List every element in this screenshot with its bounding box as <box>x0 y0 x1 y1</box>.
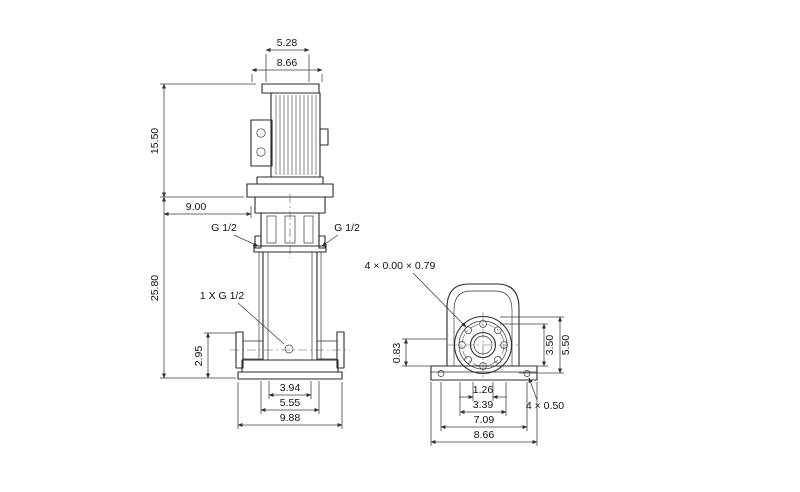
body-outline <box>446 283 520 366</box>
dim-base-inner-label: 3.94 <box>280 382 301 394</box>
base-hole-right <box>523 370 531 377</box>
dim-base-mid-label: 5.55 <box>280 397 301 409</box>
dim-bolt-circle: 3.50 <box>500 323 556 367</box>
dim-pump-height-label: 25.80 <box>149 275 161 301</box>
port-flanges-outline <box>230 331 350 369</box>
drain-label: 1 X G 1/2 <box>200 290 245 302</box>
bolt-hole-callout: 4 × 0.00 × 0.79 <box>365 260 467 328</box>
dim-base-hole-span-label: 7.09 <box>474 414 495 426</box>
dim-port-height: 2.95 <box>193 332 236 379</box>
dim-depth: 9.00 <box>163 201 252 218</box>
dim-flange-od-label: 5.50 <box>560 335 572 356</box>
dim-base-mid: 5.55 <box>260 381 320 414</box>
base-hole-callout-label: 4 × 0.50 <box>526 400 564 412</box>
terminal-box <box>250 119 273 167</box>
dim-flange-od: 5.50 <box>500 316 572 374</box>
port-label-left: G 1/2 <box>211 222 259 247</box>
pump-head-outline <box>254 194 326 258</box>
pump-sleeve-outline <box>253 245 327 361</box>
dim-bolt-span-label: 3.39 <box>473 399 494 411</box>
dim-motor-width: 8.66 <box>251 57 323 82</box>
flange-face <box>448 312 518 380</box>
drain-callout: 1 X G 1/2 <box>200 290 285 345</box>
front-view: 5.28 8.66 15.50 9.00 G 1/2 G 1/2 <box>149 37 360 429</box>
base-hole-left <box>437 370 445 377</box>
dim-bore-label: 1.26 <box>473 384 494 396</box>
base-outline <box>237 359 343 380</box>
dim-motor-height: 15.50 <box>149 83 256 198</box>
port-stub-left <box>254 235 262 249</box>
dim-bore: 1.26 <box>459 382 507 401</box>
dim-bolt-span: 3.39 <box>459 382 507 416</box>
cable-entry-top <box>256 128 266 138</box>
base-hole-callout: 4 × 0.50 <box>526 377 564 412</box>
cable-entry-bottom <box>256 147 266 157</box>
port-label-right: G 1/2 <box>321 222 360 247</box>
side-view: 4 × 0.00 × 0.79 0.83 3.50 5.50 1.2 <box>365 260 572 446</box>
dim-base-width-label: 8.66 <box>474 429 495 441</box>
dim-base-outer: 9.88 <box>237 382 343 429</box>
dim-foot-height: 0.83 <box>391 338 447 367</box>
dim-port-height-label: 2.95 <box>193 346 205 367</box>
dim-base-width: 8.66 <box>430 382 538 446</box>
drain-port <box>284 344 294 354</box>
dim-depth-label: 9.00 <box>186 201 207 213</box>
dim-bolt-circle-label: 3.50 <box>544 335 556 356</box>
dim-base-inner: 3.94 <box>268 381 312 399</box>
dim-motor-height-label: 15.50 <box>149 128 161 154</box>
port-right-label: G 1/2 <box>334 222 360 234</box>
port-left-label: G 1/2 <box>211 222 237 234</box>
dim-pump-height: 25.80 <box>149 196 236 379</box>
dim-top-width-label: 5.28 <box>277 37 298 49</box>
dim-motor-width-label: 8.66 <box>277 57 298 69</box>
bolt-hole-callout-label: 4 × 0.00 × 0.79 <box>365 260 436 272</box>
dim-base-hole-span: 7.09 <box>440 382 528 431</box>
dim-base-outer-label: 9.88 <box>280 412 301 424</box>
dim-foot-height-label: 0.83 <box>391 343 403 364</box>
motor-outline <box>246 83 334 198</box>
motor-fins <box>275 95 317 175</box>
